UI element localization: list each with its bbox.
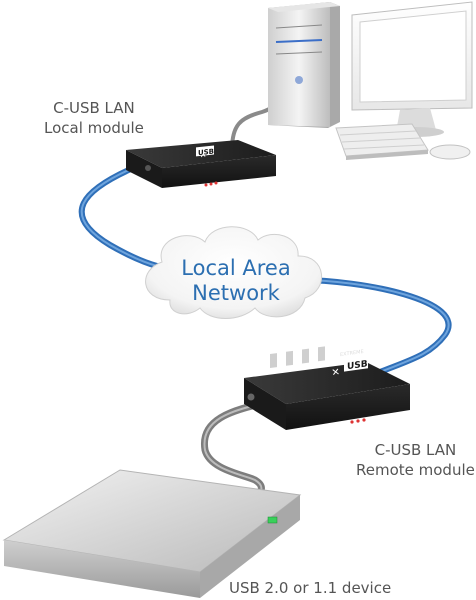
local-module-box: ✕ USB [126, 140, 276, 188]
usb-hard-drive-device: HD [2, 469, 302, 598]
remote-module-box: ✕ EXTREME USB [244, 346, 410, 430]
remote-module-description: Remote module [356, 461, 475, 479]
remote-module-name: C-USB LAN [374, 441, 457, 459]
computer-monitor [351, 1, 473, 137]
network-line2: Network [192, 281, 280, 305]
computer-tower [268, 2, 340, 128]
remote-module-logo: USB [347, 359, 368, 372]
local-module-logo: USB [198, 147, 214, 158]
network-label: Local Area Network [172, 256, 300, 306]
local-module-label: C-USB LAN Local module [44, 98, 144, 138]
local-module-name: C-USB LAN [53, 99, 135, 117]
keyboard-and-mouse [335, 123, 471, 160]
local-area-network-cloud [145, 226, 322, 319]
remote-module-label: C-USB LAN Remote module [356, 440, 475, 480]
svg-text:✕: ✕ [331, 367, 341, 379]
network-line1: Local Area [181, 256, 291, 280]
local-module-description: Local module [44, 119, 144, 137]
usb-ports [270, 346, 325, 369]
remote-module-brand: EXTREME [340, 349, 364, 358]
device-caption: USB 2.0 or 1.1 device [229, 579, 392, 597]
activity-led [267, 516, 278, 524]
